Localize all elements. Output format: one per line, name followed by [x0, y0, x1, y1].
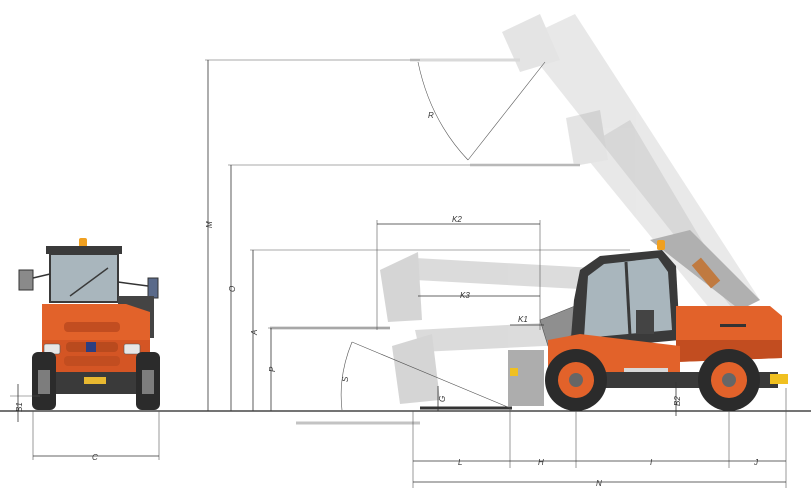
a-label: A: [250, 330, 259, 336]
front-light-right: [123, 343, 141, 355]
front-beacon: [79, 238, 87, 248]
front-number-plate: [84, 377, 106, 384]
boom-ghost-top: [410, 14, 760, 312]
boom-midhigh-carriage: [566, 110, 608, 166]
side-view-machine: [539, 230, 788, 411]
front-plate-blue: [86, 342, 96, 352]
boom-ghost-horizontal: [270, 252, 598, 330]
boom-low-arm: [415, 322, 565, 352]
r-arc: [417, 61, 469, 161]
front-mirror-left: [18, 269, 34, 291]
i-label: I: [650, 458, 653, 467]
s-radius: [351, 341, 511, 409]
boom-ground-carriage: [420, 350, 544, 410]
front-grille-low: [64, 356, 120, 366]
boom-top-arm: [520, 14, 760, 312]
k3-label: K3: [460, 291, 470, 300]
p-label: P: [268, 366, 277, 372]
front-mirror-left-arm: [32, 273, 51, 279]
k1-label: K1: [518, 315, 528, 324]
boom-horiz-carriage: [380, 252, 422, 322]
side-wheel-rear-hub: [722, 373, 736, 387]
boom-top-carriage: [502, 14, 560, 72]
s-arc: [340, 341, 353, 411]
front-cab-window: [49, 253, 119, 303]
h-label: H: [538, 458, 544, 467]
boom-horiz-arm: [415, 258, 598, 290]
front-mirror-right: [147, 277, 159, 299]
c-label: C: [92, 453, 98, 462]
m-label: M: [205, 221, 214, 228]
front-wiper: [69, 267, 109, 297]
o-label: O: [228, 286, 237, 292]
front-wheel-right-rim: [142, 370, 154, 394]
n-label: N: [596, 479, 602, 488]
front-wheel-left-rim: [38, 370, 50, 394]
ground-carriage-frame: [508, 350, 544, 406]
front-cab-roof: [46, 246, 122, 254]
side-cab-pillar: [624, 261, 632, 337]
b2-label: B2: [673, 396, 682, 406]
front-view-machine: [18, 238, 160, 410]
side-engine-handle: [720, 324, 746, 327]
side-beacon: [657, 240, 665, 250]
b1-label: B1: [15, 402, 24, 412]
boom-spring: [691, 257, 721, 289]
side-cab-seat: [636, 310, 654, 334]
side-wheel-front-hub: [569, 373, 583, 387]
side-rear-hitch: [770, 374, 788, 384]
ground-carriage-light: [510, 368, 518, 376]
r-label: R: [428, 111, 434, 120]
g-label: G: [438, 396, 447, 402]
l-label: L: [458, 458, 462, 467]
k2-label: K2: [452, 215, 462, 224]
r-radius: [467, 61, 546, 161]
j-label: J: [753, 458, 759, 467]
front-mirror-right-arm: [117, 281, 149, 287]
front-grille-top: [64, 322, 120, 332]
s-label: S: [341, 376, 350, 382]
